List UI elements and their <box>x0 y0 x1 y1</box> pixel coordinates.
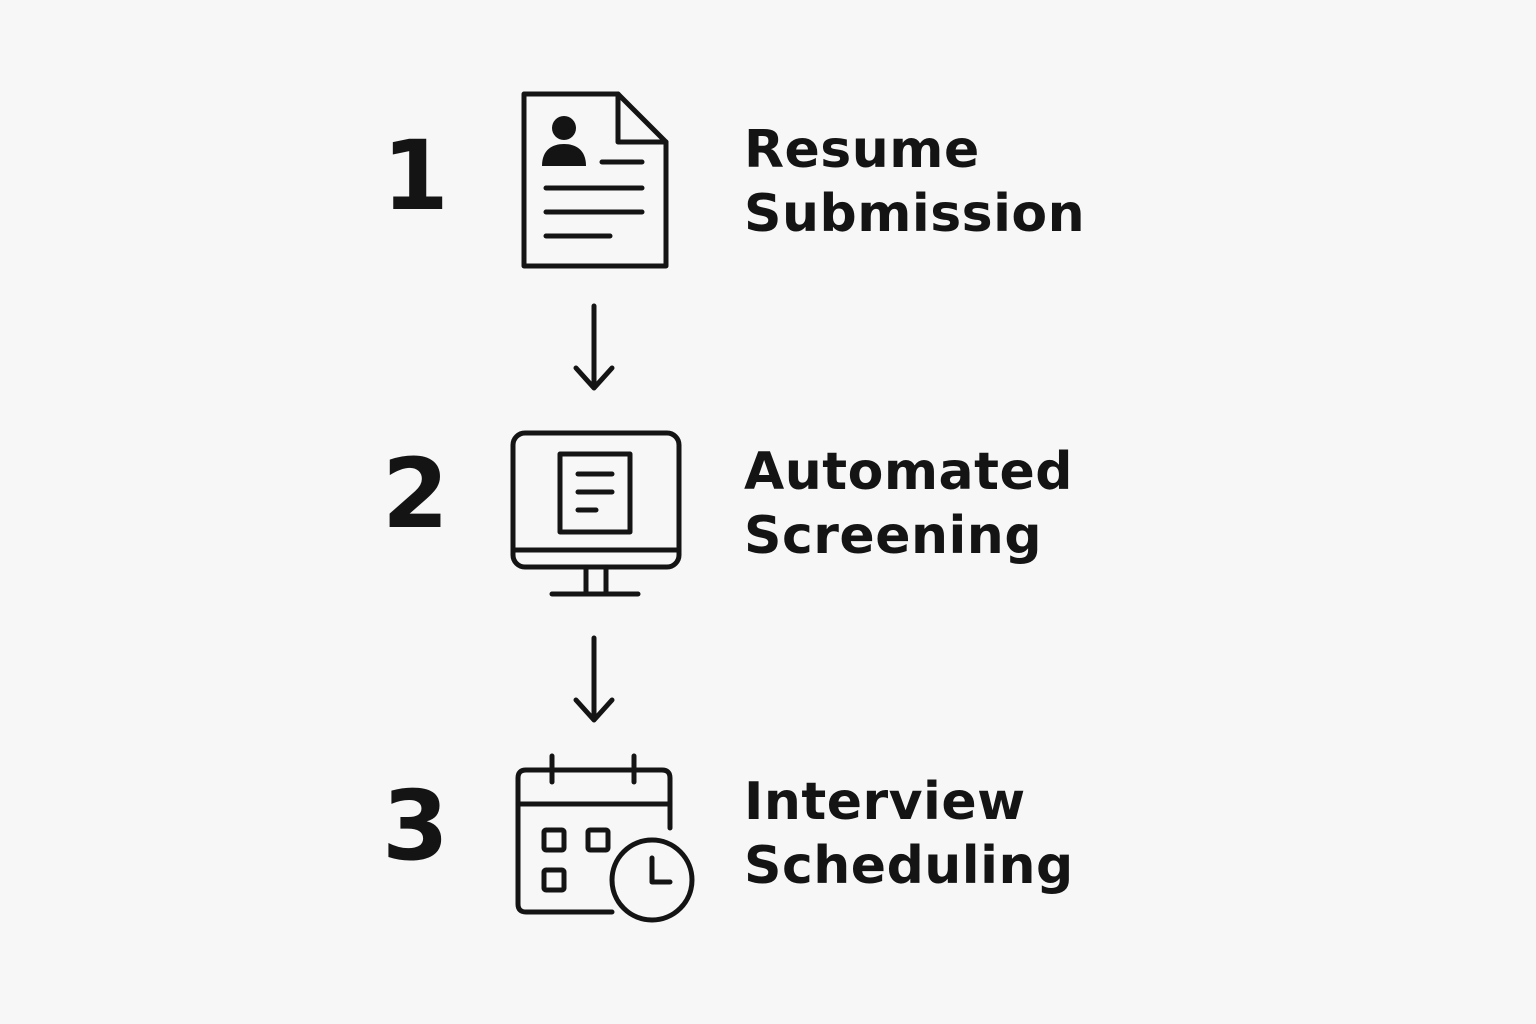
resume-document-icon <box>521 91 669 269</box>
step-3-label: Interview Scheduling <box>744 770 1074 898</box>
step-1-label: Resume Submission <box>744 118 1085 246</box>
step-2-number: 2 <box>382 438 449 550</box>
calendar-clock-icon <box>515 753 695 923</box>
step-2-label: Automated Screening <box>744 440 1073 568</box>
step-2-label-line2: Screening <box>744 506 1043 566</box>
computer-monitor-icon <box>510 430 682 597</box>
step-3-label-line1: Interview <box>744 772 1026 832</box>
step-3-label-line2: Scheduling <box>744 836 1074 896</box>
step-1-number: 1 <box>382 120 449 232</box>
arrow-down-icon <box>573 635 615 723</box>
step-2-label-line1: Automated <box>744 442 1073 502</box>
step-3-number: 3 <box>382 770 449 882</box>
step-1-label-line2: Submission <box>744 184 1086 244</box>
arrow-down-icon <box>573 303 615 391</box>
step-1-label-line1: Resume <box>744 120 980 180</box>
